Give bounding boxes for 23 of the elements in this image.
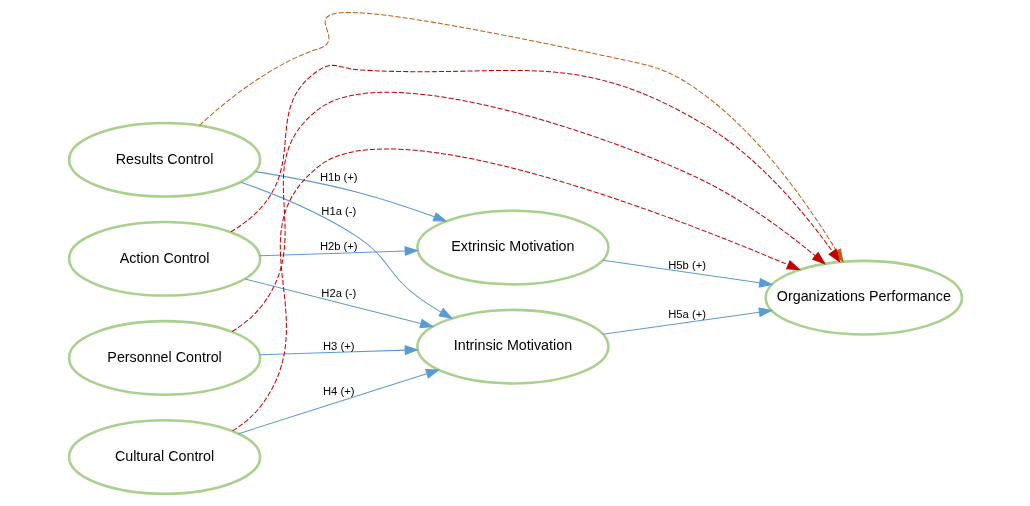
arrow: [244, 278, 434, 329]
node-ellipse: Action Control: [67, 220, 261, 297]
arrow: [254, 171, 448, 222]
node-ellipse: Personnel Control: [67, 319, 261, 396]
edge-label: H1a (-): [320, 204, 356, 217]
edge-label: H5b (+): [667, 258, 706, 271]
arrow: [237, 369, 440, 435]
arrow: [231, 149, 801, 432]
arrow: [239, 181, 453, 320]
arrow: [258, 246, 419, 257]
edge-label: H3 (+): [322, 339, 354, 352]
arrow: [231, 92, 826, 332]
arrow: [258, 345, 419, 356]
edge-label: H2a (-): [320, 287, 356, 300]
node-ellipse: Results Control: [67, 121, 261, 198]
node-ellipse: Cultural Control: [67, 418, 261, 496]
edge-label: H1b (+): [319, 170, 358, 183]
edge-label: H2b (+): [319, 240, 358, 253]
arrow: [601, 307, 773, 335]
edge-label: H4 (+): [322, 385, 354, 398]
arrow: [229, 64, 841, 263]
arrow: [601, 259, 773, 288]
edge-label: H5a (+): [667, 307, 706, 320]
